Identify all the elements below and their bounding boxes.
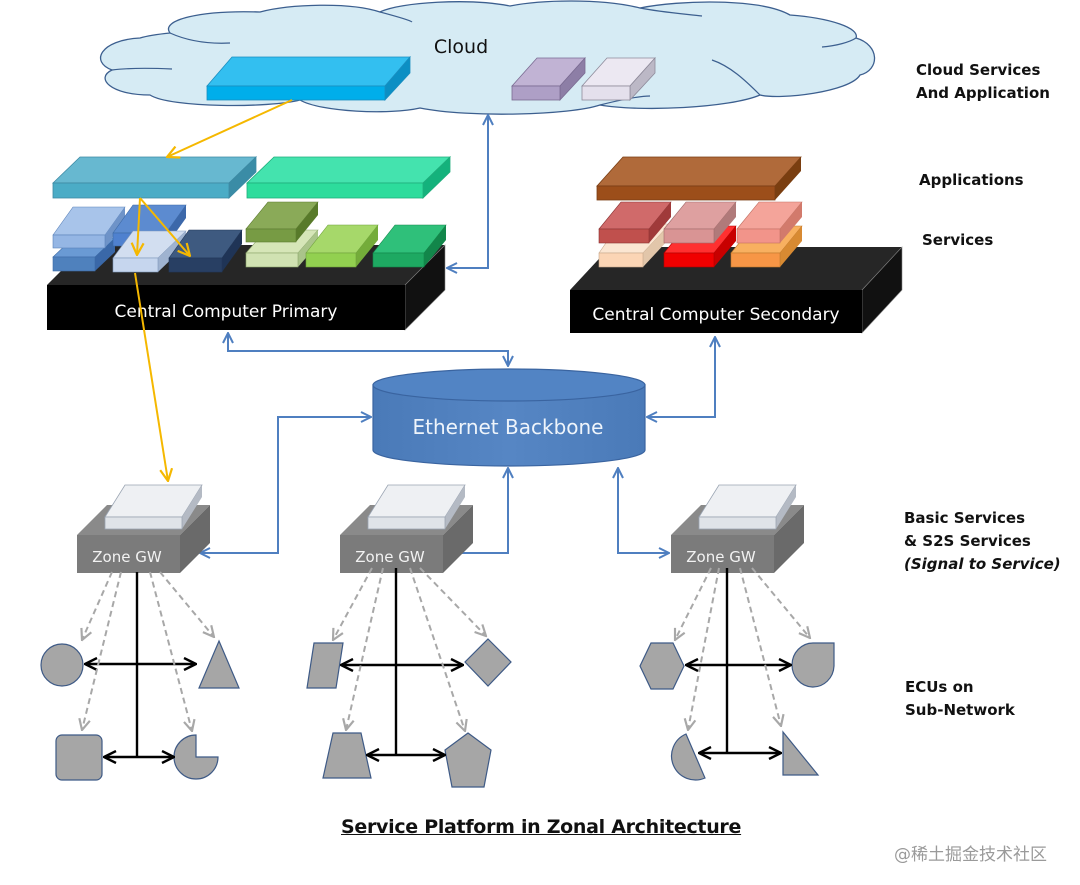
label-services: Services xyxy=(922,231,994,249)
primary-service-blocks-green xyxy=(245,201,447,268)
zone1-ecus xyxy=(40,571,240,781)
ecu-pie xyxy=(173,734,219,780)
secondary-service-blocks xyxy=(598,201,803,268)
cloud-label: Cloud xyxy=(434,36,488,58)
label-line: Basic Services xyxy=(904,509,1026,527)
ecu-trapezoid xyxy=(322,732,372,779)
zone-gateway-1: Zone GW xyxy=(77,484,210,573)
cloud-service-block-lavender xyxy=(581,56,656,102)
ecu-circle xyxy=(40,643,84,687)
link-primary-backbone xyxy=(228,333,508,366)
ecu-triangle xyxy=(198,639,240,689)
link-zone1-backbone xyxy=(200,417,371,553)
primary-app-block-mint xyxy=(246,156,451,199)
link-zone2-backbone xyxy=(443,468,508,553)
diagram-title: Service Platform in Zonal Architecture xyxy=(341,816,742,838)
cloud-service-block-main xyxy=(206,55,411,102)
label-line: Cloud Services xyxy=(916,61,1041,79)
ecu-right-triangle xyxy=(782,730,820,776)
cloud-service-block-purple xyxy=(511,56,586,102)
label-cloud-services: Cloud Services And Application xyxy=(916,59,1050,105)
zone-gw-label: Zone GW xyxy=(686,548,756,566)
link-zone3-backbone xyxy=(618,468,669,553)
zone-gw-label: Zone GW xyxy=(92,548,162,566)
signal-flow-arrows xyxy=(135,99,293,481)
ecu-diamond xyxy=(464,638,512,687)
ecu-half-circle xyxy=(670,733,706,781)
ecu-parallelogram xyxy=(306,642,344,689)
label-line: And Application xyxy=(916,84,1050,102)
link-secondary-backbone xyxy=(647,337,715,417)
label-line: & S2S Services xyxy=(904,532,1031,550)
label-line: (Signal to Service) xyxy=(904,555,1061,573)
label-basic-services: Basic Services & S2S Services (Signal to… xyxy=(904,507,1061,576)
link-cloud-primary xyxy=(447,115,488,268)
backbone-label: Ethernet Backbone xyxy=(413,415,604,439)
zone-gateway-2: Zone GW xyxy=(340,484,473,573)
label-applications: Applications xyxy=(919,171,1024,189)
watermark: @稀土掘金技术社区 xyxy=(894,845,1047,865)
secondary-app-block-brown xyxy=(596,156,802,201)
label-line: Sub-Network xyxy=(905,701,1015,719)
central-secondary-label: Central Computer Secondary xyxy=(592,305,839,325)
label-ecus: ECUs on Sub-Network xyxy=(905,676,1015,722)
zone2-ecus xyxy=(306,567,512,788)
primary-service-blocks-blue xyxy=(52,204,243,273)
label-line: ECUs on xyxy=(905,678,974,696)
central-computer-secondary: Central Computer Secondary xyxy=(570,246,903,334)
ethernet-backbone: Ethernet Backbone xyxy=(372,368,646,467)
zone3-ecus xyxy=(639,567,835,781)
primary-app-block-teal xyxy=(52,156,257,199)
ecu-teardrop xyxy=(791,642,835,688)
zone-gw-label: Zone GW xyxy=(355,548,425,566)
zone-gateway-3: Zone GW xyxy=(671,484,804,573)
ecu-hexagon xyxy=(639,642,685,690)
central-primary-label: Central Computer Primary xyxy=(115,302,338,322)
ecu-pentagon xyxy=(444,732,492,788)
ecu-rounded-square xyxy=(55,734,103,781)
